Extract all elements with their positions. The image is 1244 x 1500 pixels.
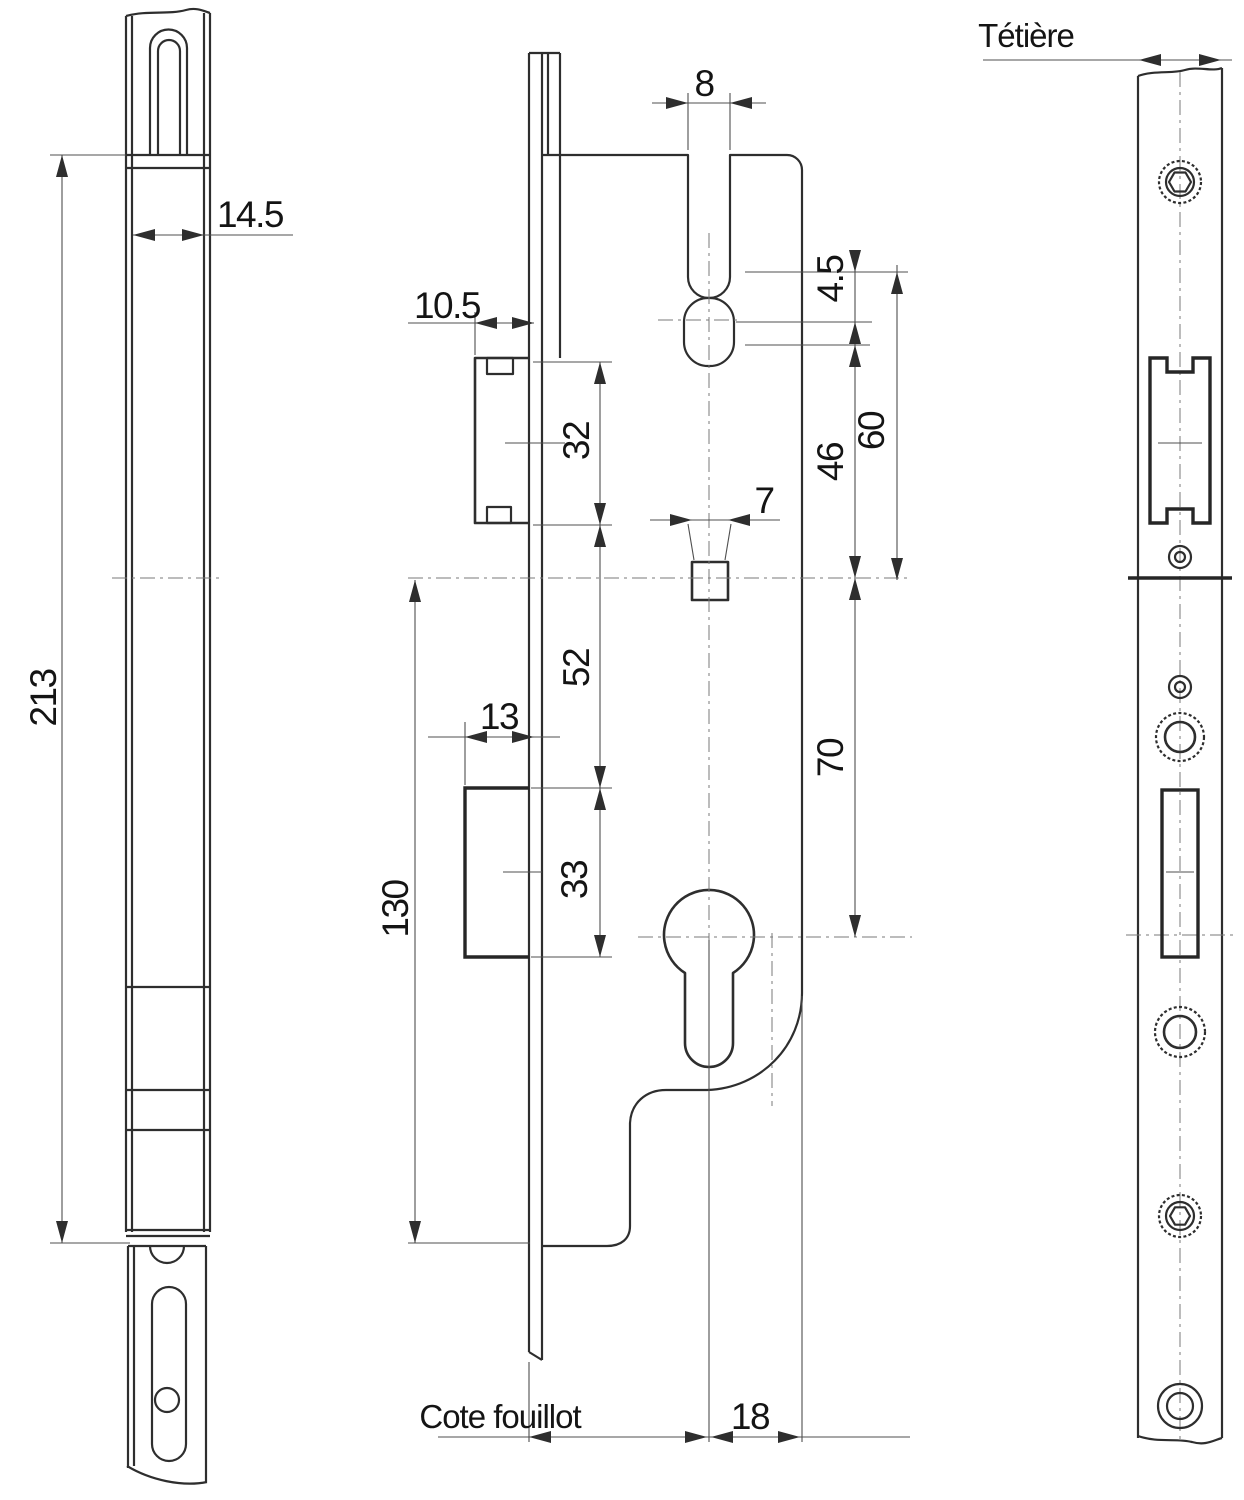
spindle-square-hole: [690, 560, 730, 602]
dim-spindle-to-cylinder: 70: [810, 738, 851, 777]
profile-extension-lines: [50, 154, 293, 1244]
dim-bolt-protrusion: 13: [480, 696, 518, 737]
dim-bolt-height: 33: [554, 861, 595, 899]
dim-latch-to-bolt-gap: 52: [556, 649, 597, 687]
hex-screw-bottom-knurl: [1157, 1193, 1203, 1239]
faceplate-center-ticks: [1158, 442, 1202, 873]
screw-hole-bottom: [1156, 1382, 1204, 1430]
dim-slot-to-spindle: 60: [851, 411, 892, 450]
latch-cutout: [1148, 356, 1212, 525]
dim-profile-width: 14.5: [217, 194, 284, 235]
dim-latch-protrusion: 10.5: [414, 285, 481, 326]
profile-top-slot: [148, 28, 189, 155]
screw-hole-upper-outer: [1167, 544, 1193, 570]
fixing-hole-mid-ring: [1163, 720, 1197, 754]
screw-hole-mid-outer: [1167, 674, 1193, 700]
dim-spindle-to-case-bottom: 130: [375, 879, 416, 937]
screw-hole-bottom-outer: [1156, 1382, 1204, 1430]
profile-dim-arrows: [56, 155, 204, 1243]
latch-bolt: [473, 356, 529, 525]
dim-latch-case-height: 32: [556, 422, 597, 460]
screw-hole-bottom-inner: [1165, 1391, 1195, 1421]
front-centerlines: [408, 233, 912, 1108]
hex-screw-bottom: [1157, 1193, 1203, 1239]
hex-screw-top: [1157, 159, 1203, 205]
left-profile-view: 14.5 213: [23, 7, 293, 1485]
hex-screw-top-knurl: [1157, 159, 1203, 205]
hex-screw-bottom-socket: [1168, 1206, 1192, 1226]
dim-slot-to-follower-offset: 4.5: [810, 255, 851, 303]
profile-bottom-endpiece: [126, 1244, 208, 1485]
screw-hole-upper: [1167, 544, 1193, 570]
label-tetiere: Tétière: [978, 17, 1074, 54]
latch-bolt-detail-top: [485, 356, 515, 376]
label-cote-fouillot: Cote fouillot: [419, 1398, 581, 1435]
dim-cylinder-to-edge: 18: [731, 1396, 769, 1437]
lock-case-outline: [542, 153, 804, 1248]
euro-cylinder-hole: [662, 888, 756, 1069]
latch-bolt-detail-bottom: [485, 505, 513, 525]
front-extension-lines: [408, 93, 908, 1442]
front-view: 10.5 8 7 13 18 4.5 60 46 32 52 33 130 70…: [375, 51, 912, 1443]
faceplate-edge-strip: [527, 51, 562, 1361]
screw-hole-mid: [1167, 674, 1193, 700]
dim-top-slot-width: 8: [694, 63, 713, 104]
faceplate-strip-outline: [1136, 66, 1224, 1445]
screw-hole-upper-inner: [1173, 550, 1187, 564]
cylinder-fixing-hole-knurl: [1153, 1005, 1207, 1059]
profile-bottom-hole: [153, 1386, 181, 1414]
deadbolt: [463, 786, 529, 959]
deadbolt-cutout: [1160, 788, 1200, 959]
dim-profile-length: 213: [23, 669, 64, 726]
profile-bottom-slot: [150, 1285, 188, 1463]
dim-follower-to-spindle: 46: [810, 443, 851, 481]
screw-hole-mid-inner: [1173, 680, 1187, 694]
dim-spindle-square: 7: [754, 480, 773, 521]
hex-screw-top-socket: [1167, 171, 1193, 193]
fixing-hole-mid-knurl: [1154, 711, 1206, 763]
cylinder-fixing-hole: [1153, 1005, 1207, 1059]
profile-body-outline: [124, 7, 212, 1238]
faceplate-view: Tétière: [978, 17, 1234, 1445]
faceplate-leader-arrows: [1139, 54, 1221, 66]
cylinder-fixing-hole-ring: [1162, 1014, 1198, 1050]
hex-screw-top-ring: [1164, 166, 1196, 198]
fixing-hole-mid: [1154, 711, 1206, 763]
faceplate-centerline: [1126, 72, 1234, 1442]
hex-screw-bottom-ring: [1164, 1200, 1196, 1232]
